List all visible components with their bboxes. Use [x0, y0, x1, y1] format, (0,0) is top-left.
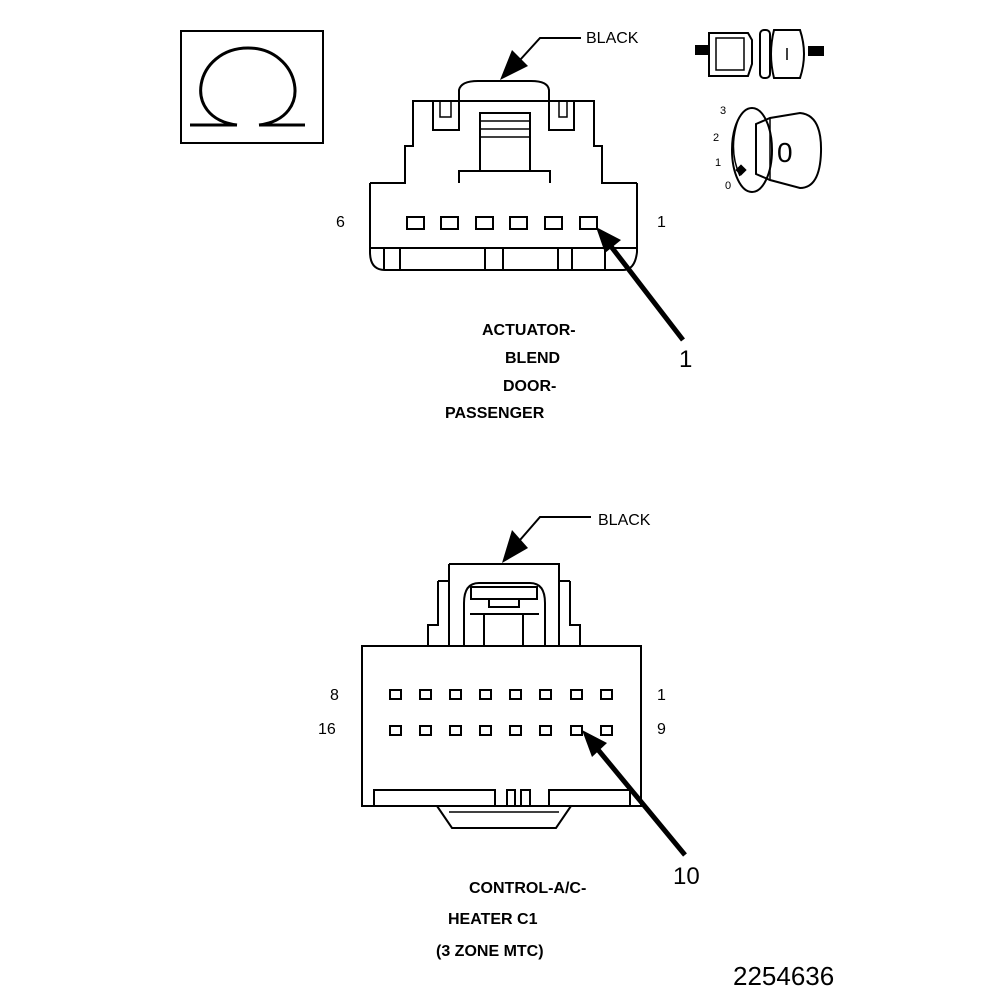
control-pin-cavities [389, 689, 613, 736]
top-connector-name-line4: PASSENGER [445, 405, 545, 422]
actuator-pin-cavities [406, 216, 598, 230]
bottom-pin-label-row2-left: 16 [318, 721, 336, 738]
top-pin-label-left: 6 [336, 214, 345, 231]
bottom-color-callout: BLACK [598, 512, 651, 529]
bottom-pin-label-row1-left: 8 [330, 687, 339, 704]
control-connector-body [361, 563, 642, 829]
bottom-connector-name-line1: CONTROL-A/C- [469, 880, 587, 897]
bottom-probe-callout: 10 [673, 863, 700, 890]
top-connector-name-line1: ACTUATOR- [482, 322, 576, 339]
pin-1-arrowhead [596, 227, 621, 253]
top-probe-callout: 1 [679, 346, 693, 373]
bottom-connector-name-line2: HEATER C1 [448, 911, 538, 928]
top-connector-name-line2: BLEND [505, 350, 561, 367]
key-position-2: 2 [713, 132, 720, 144]
key-label: 0 [777, 137, 793, 168]
pin-10-arrowhead [582, 730, 607, 757]
ignition-switch-icon [731, 107, 823, 193]
bottom-pin-label-row1-right: 1 [657, 687, 666, 704]
key-position-1: 1 [715, 157, 722, 169]
bottom-pin-label-row2-right: 9 [657, 721, 666, 738]
top-color-callout: BLACK [586, 30, 639, 47]
actuator-connector-body [369, 80, 638, 271]
color-callout-leaders [519, 37, 591, 541]
figure-number: 2254636 [733, 961, 835, 991]
bottom-connector-name-line3: (3 ZONE MTC) [436, 943, 544, 960]
top-connector-name-line3: DOOR- [503, 378, 557, 395]
key-position-0: 0 [725, 180, 732, 192]
black-callout-arrowhead-top [500, 50, 528, 80]
black-callout-arrowhead-bottom [502, 530, 528, 563]
key-position-3: 3 [720, 105, 727, 117]
top-pin-label-right: 1 [657, 214, 666, 231]
ohmmeter-icon [180, 30, 324, 144]
test-plug-icon [695, 29, 824, 79]
probe-arrows [588, 234, 687, 857]
